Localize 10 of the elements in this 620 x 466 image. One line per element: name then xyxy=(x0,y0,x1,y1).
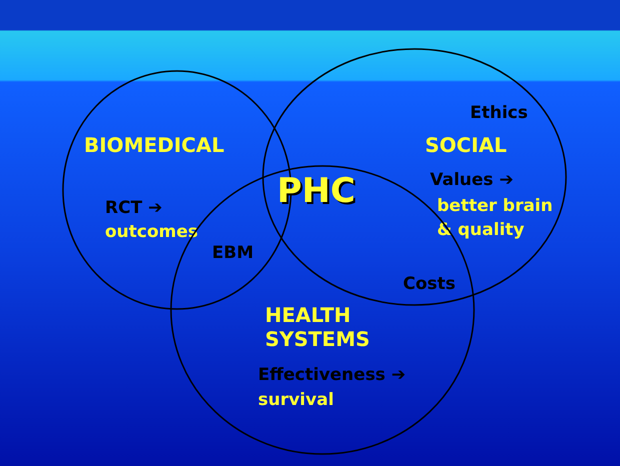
note-text: RCT ➔ xyxy=(105,197,162,220)
note-text: survival xyxy=(258,389,334,412)
overlap-label: EBM xyxy=(212,242,254,265)
note-text: Effectiveness ➔ xyxy=(258,364,406,387)
note-text: Ethics xyxy=(470,102,528,125)
circle-title: SOCIAL xyxy=(425,133,507,157)
circle-title: BIOMEDICAL xyxy=(84,133,224,157)
note-text: Values ➔ xyxy=(430,169,514,192)
circle-title: HEALTH SYSTEMS xyxy=(265,303,371,351)
overlap-label: Costs xyxy=(403,273,456,296)
